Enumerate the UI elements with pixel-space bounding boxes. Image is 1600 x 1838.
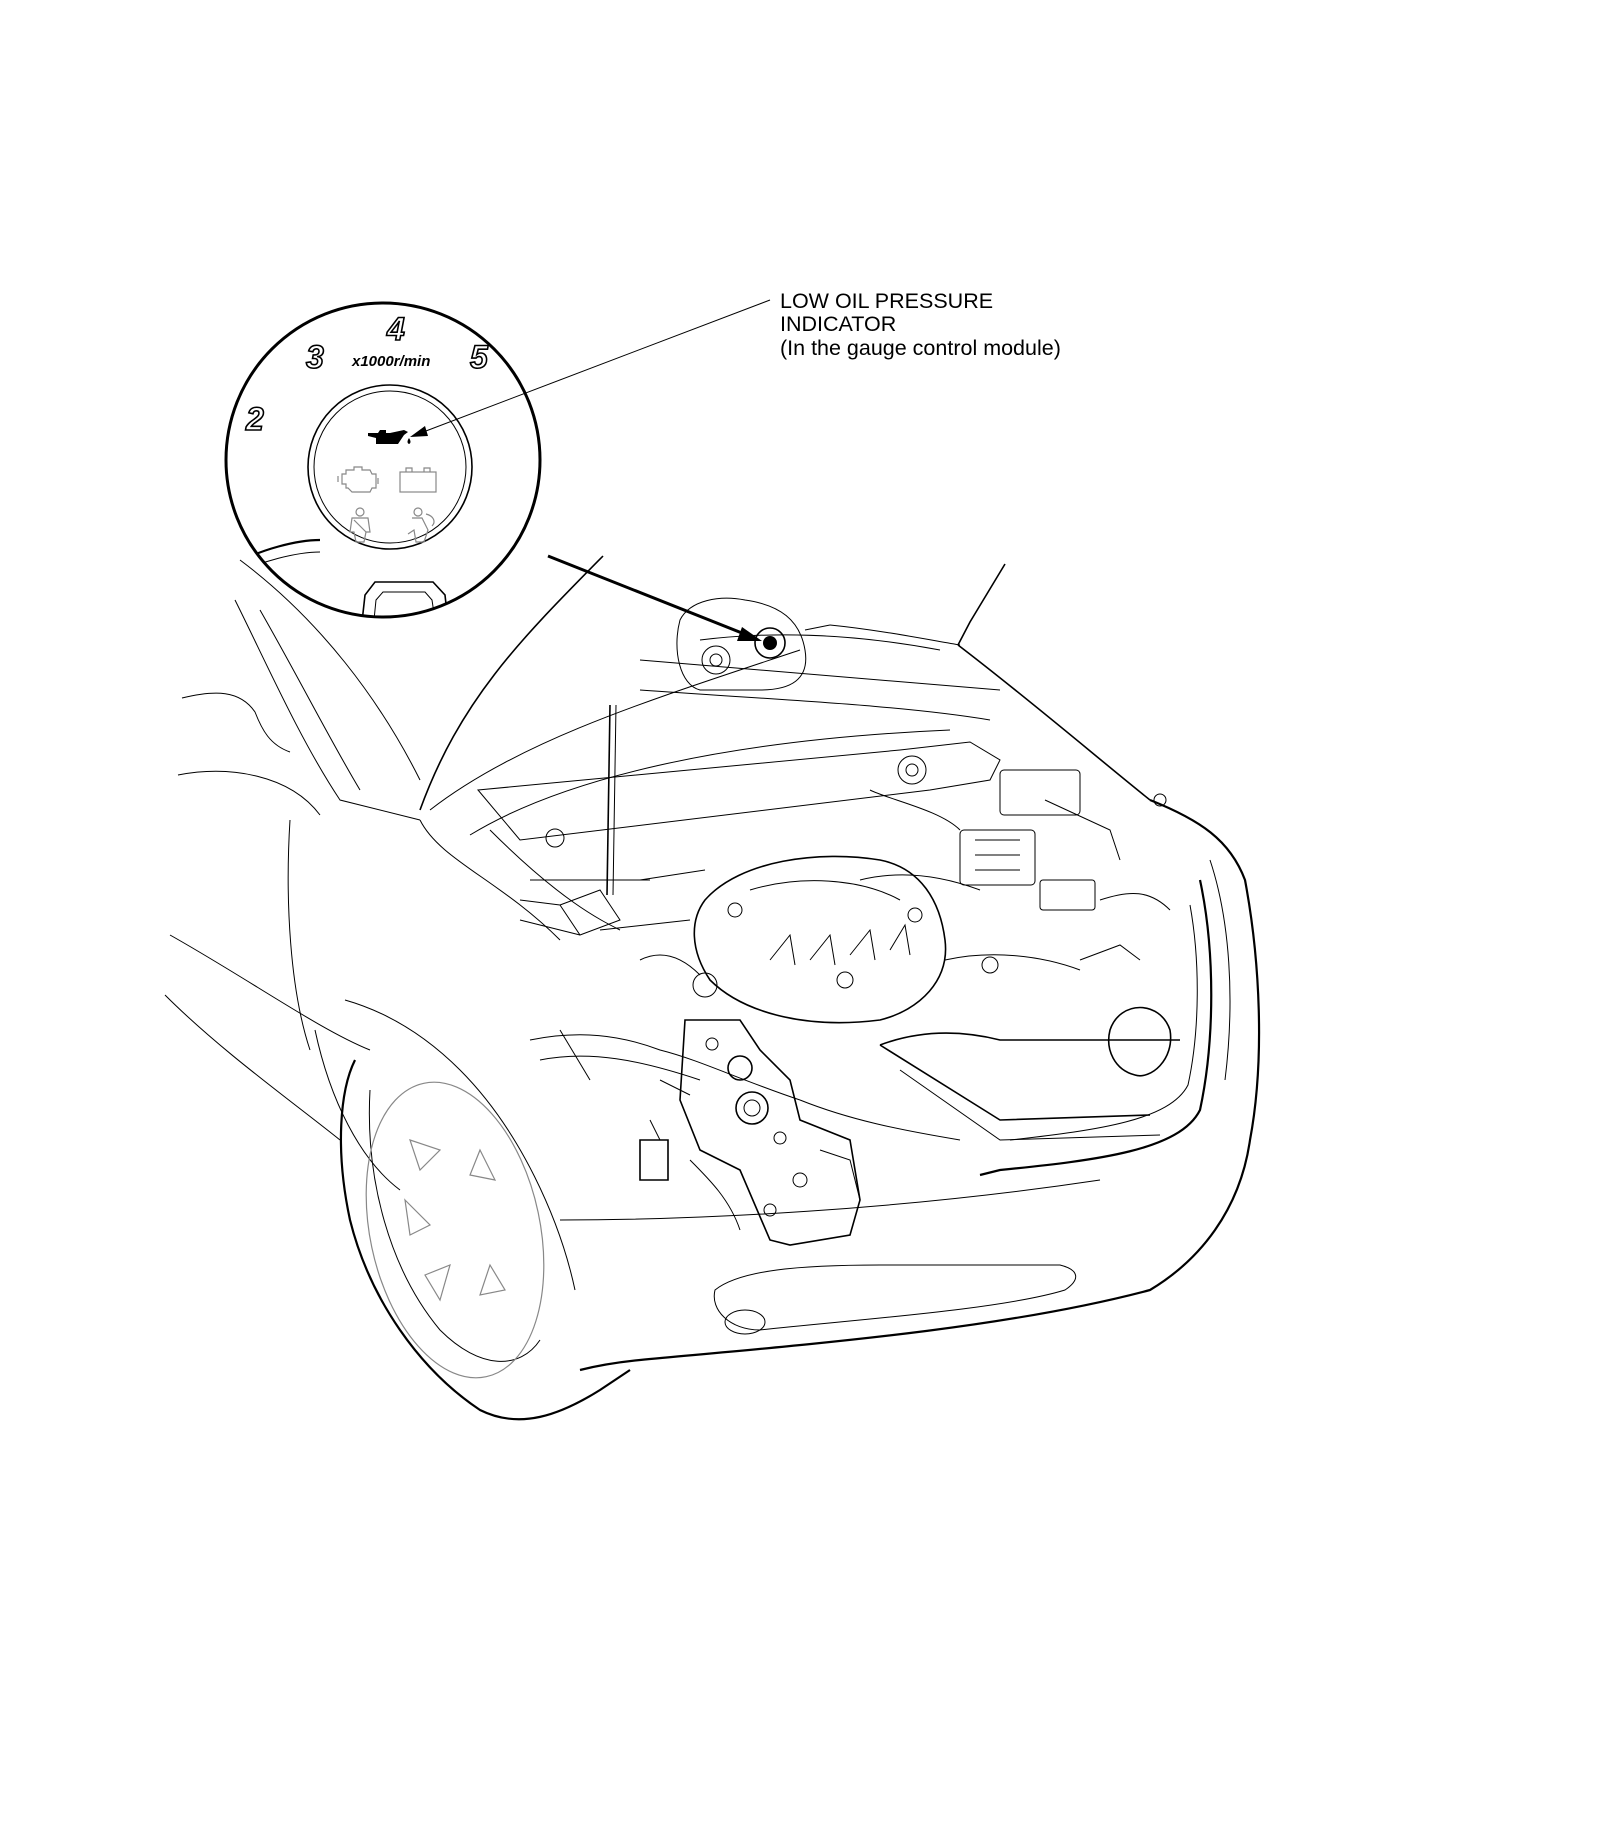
tach-unit-label: x1000r/min xyxy=(351,353,430,370)
battery-icon xyxy=(399,467,437,493)
callout-line-2: INDICATOR xyxy=(780,312,896,336)
tach-number-5: 5 xyxy=(470,339,489,375)
tach-number-6-partial xyxy=(537,404,540,436)
callout-line-3: (In the gauge control module) xyxy=(780,336,1061,360)
callout-line-1: LOW OIL PRESSURE xyxy=(780,289,993,313)
open-hood xyxy=(419,555,1151,896)
oil-can-icon xyxy=(368,430,411,444)
magnifier-pointer-arrow xyxy=(547,554,762,641)
engine-bay-components xyxy=(519,755,1171,998)
gauge-inner-ring xyxy=(307,384,473,550)
gauge-inner-ring-2 xyxy=(313,390,467,544)
cowl-panel xyxy=(477,741,1001,931)
front-wheel xyxy=(339,999,631,1421)
low-oil-pressure-indicator-location xyxy=(763,636,777,650)
tach-number-2: 2 xyxy=(245,401,264,437)
airbag-icon xyxy=(407,507,435,543)
car-side-body xyxy=(164,819,561,1191)
callout-label: LOW OIL PRESSURE INDICATOR (In the gauge… xyxy=(780,289,1061,360)
magnifier-circle xyxy=(224,301,542,619)
callout-leader-line xyxy=(410,299,771,437)
engine-block-cutaway xyxy=(639,1019,861,1246)
gauge-detail-magnifier: 2 3 4 5 x1000r/min xyxy=(224,301,542,619)
tach-number-4: 4 xyxy=(386,311,405,347)
windshield xyxy=(177,559,421,821)
tach-number-3: 3 xyxy=(306,339,324,375)
engine-cover xyxy=(599,855,1081,1024)
front-fascia xyxy=(529,798,1261,1372)
instrument-cluster-pod xyxy=(676,597,961,691)
check-engine-icon xyxy=(337,466,379,493)
seat-belt-icon xyxy=(349,507,371,543)
car-illustration xyxy=(164,555,1261,1421)
